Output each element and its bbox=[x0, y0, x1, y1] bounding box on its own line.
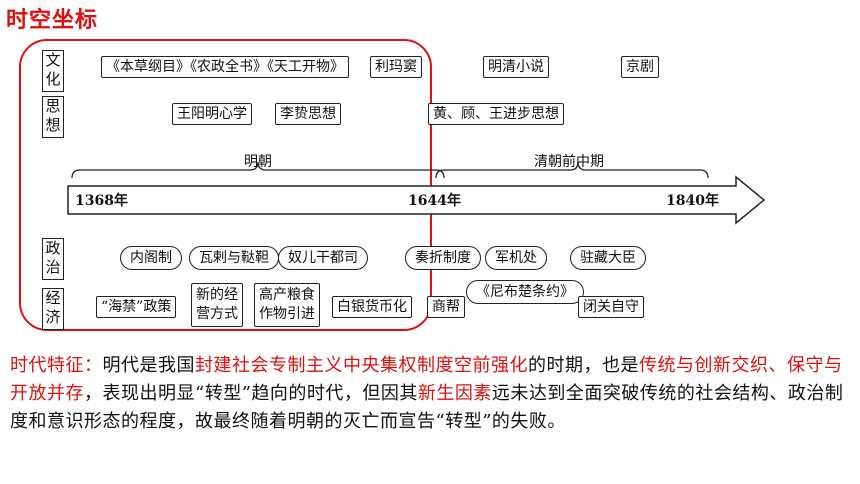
economy-grain: 高产粮食 作物引进 bbox=[254, 283, 320, 327]
era-qing: 清朝前中期 bbox=[534, 154, 604, 170]
category-politics: 政治 bbox=[42, 238, 64, 280]
category-economy: 经济 bbox=[42, 288, 64, 330]
economy-closed: 闭关自守 bbox=[578, 296, 644, 318]
year-1368: 1368年 bbox=[75, 193, 128, 209]
timeline-arrow bbox=[67, 175, 766, 225]
thought-wang: 王阳明心学 bbox=[172, 103, 252, 125]
summary-label: 时代特征： bbox=[10, 355, 103, 376]
summary-text-3: ，表现出明显“转型”趋向的时代，但因其 bbox=[84, 383, 418, 404]
economy-haijin: “海禁”政策 bbox=[96, 296, 177, 318]
era-ming: 明朝 bbox=[244, 154, 272, 170]
culture-books: 《本草纲目》《农政全书》《天工开物》 bbox=[101, 56, 349, 78]
politics-zouzhe: 奏折制度 bbox=[405, 246, 481, 270]
summary-highlight-2: 传统与创新交织、保守与开放并存 bbox=[10, 355, 843, 404]
summary-text-1: 明代是我国 bbox=[102, 355, 195, 376]
page-title: 时空坐标 bbox=[6, 8, 99, 33]
timeline-graphic bbox=[67, 161, 766, 225]
politics-junji: 军机处 bbox=[485, 246, 547, 270]
politics-zhuzang: 驻藏大臣 bbox=[570, 246, 646, 270]
economy-merchant: 商帮 bbox=[427, 296, 465, 318]
category-thought: 思想 bbox=[42, 96, 64, 138]
economy-grain-line2: 作物引进 bbox=[259, 306, 315, 322]
politics-neige: 内阁制 bbox=[120, 246, 182, 270]
summary-highlight-1: 封建社会专制主义中央集权制度空前强化 bbox=[195, 355, 528, 376]
category-culture: 文化 bbox=[42, 50, 64, 92]
economy-nerchinsk: 《尼布楚条约》 bbox=[466, 280, 584, 304]
politics-walla: 瓦剌与鞑靼 bbox=[189, 246, 279, 270]
thought-huang: 黄、顾、王进步思想 bbox=[428, 103, 564, 125]
ming-highlight-frame bbox=[19, 39, 432, 331]
economy-grain-line1: 高产粮食 bbox=[259, 287, 315, 303]
era-summary: 时代特征：明代是我国封建社会专制主义中央集权制度空前强化的时期，也是传统与创新交… bbox=[10, 352, 852, 436]
culture-opera: 京剧 bbox=[621, 56, 659, 78]
culture-novels: 明清小说 bbox=[483, 56, 549, 78]
economy-new-form-line2: 营方式 bbox=[196, 306, 238, 322]
economy-new-form-line1: 新的经 bbox=[196, 287, 238, 303]
summary-highlight-3: 新生因素 bbox=[417, 383, 492, 404]
summary-text-2: 的时期，也是 bbox=[528, 355, 639, 376]
economy-new-form: 新的经 营方式 bbox=[191, 283, 243, 327]
politics-nurgan: 奴儿干都司 bbox=[278, 246, 368, 270]
summary-text-4: 远未达到全面突破传统的社会结构、政治制度和意识形态的程度，故最终随着明朝的灭亡而… bbox=[10, 383, 844, 432]
culture-ricci: 利玛窦 bbox=[370, 56, 422, 78]
year-1644: 1644年 bbox=[408, 193, 461, 209]
year-1840: 1840年 bbox=[666, 193, 719, 209]
economy-silver: 白银货币化 bbox=[332, 296, 412, 318]
thought-li: 李贽思想 bbox=[275, 103, 341, 125]
qing-brace bbox=[435, 161, 709, 179]
